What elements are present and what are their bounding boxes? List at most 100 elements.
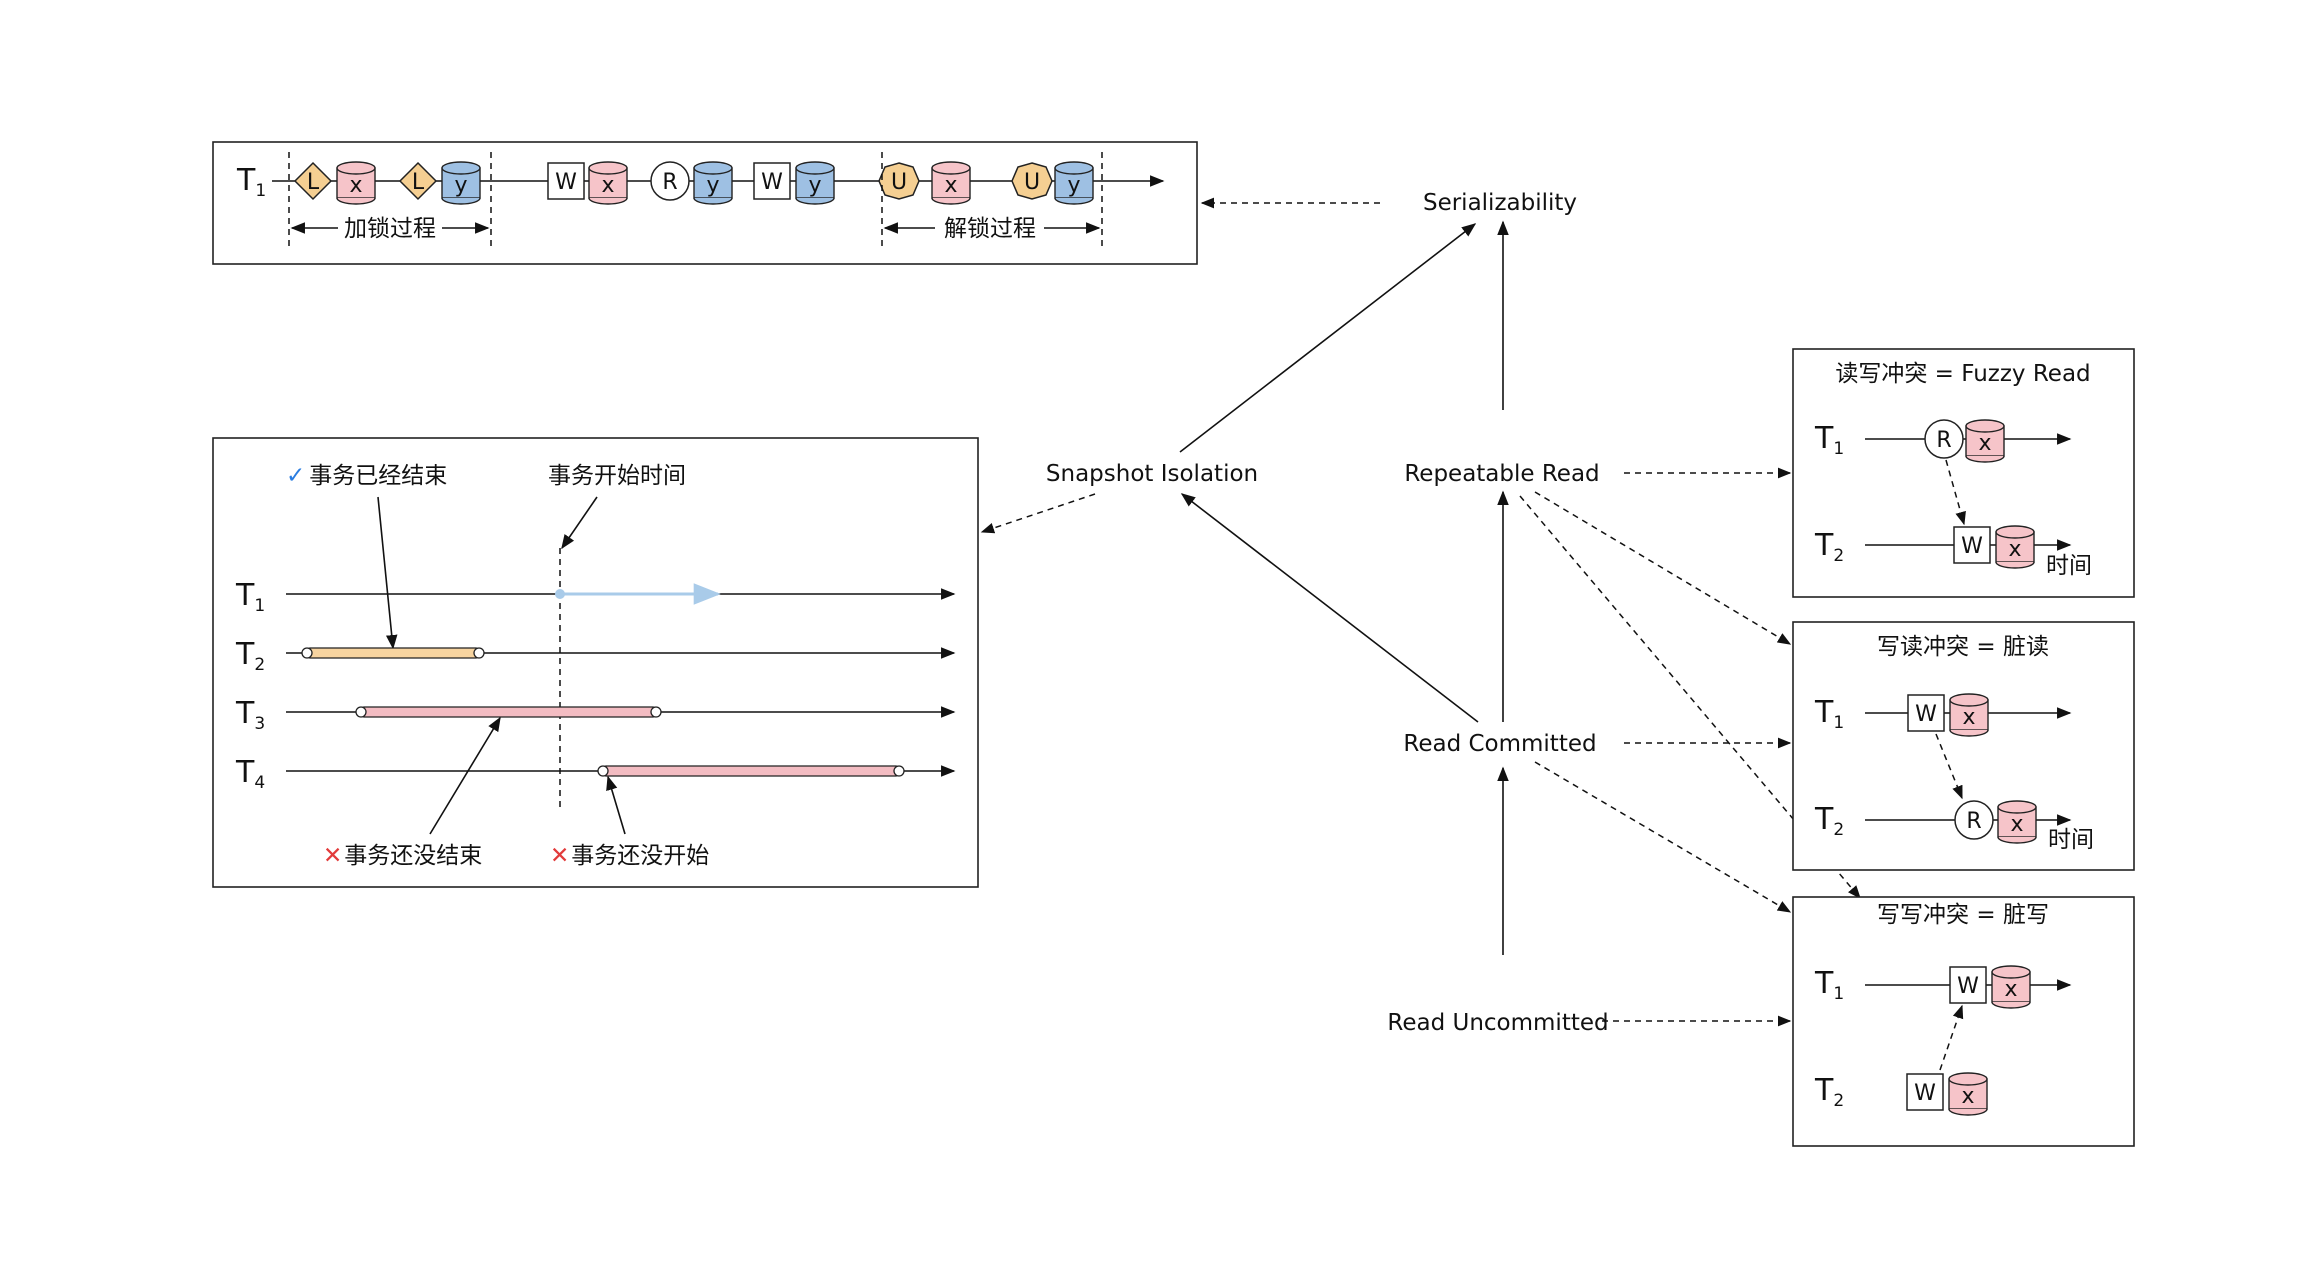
start-time-label: 事务开始时间 (548, 463, 686, 489)
op-label: W (555, 170, 577, 195)
op-label: W (1914, 1081, 1936, 1106)
data-label: y (454, 173, 467, 198)
read-circle-icon (1954, 800, 1994, 840)
op-label: W (1957, 974, 1979, 999)
locking-phase-label: 加锁过程 (344, 216, 436, 242)
cylinder-x-icon: x (1997, 800, 2037, 844)
rr-to-wr-arrow (1534, 491, 1792, 645)
t3-start-dot (355, 706, 367, 718)
finished-pointer-arrow (377, 496, 398, 650)
not-started-label: ✕事务还没开始 (550, 843, 709, 869)
ww-dependency-arrow (1939, 1004, 1964, 1071)
read-committed-label: Read Committed (1403, 731, 1596, 757)
snapshot-t1-label: T1 (235, 578, 265, 616)
snapshot-isolation-label: Snapshot Isolation (1046, 461, 1258, 487)
op-label: U (1024, 170, 1040, 195)
data-label: y (1067, 173, 1080, 198)
lock-op-r-y: R y (650, 161, 733, 205)
t2-start-dot (301, 647, 313, 659)
wr-conflict-title: 写读冲突 = 脏读 (1877, 634, 2049, 660)
snapshot-t3-label: T3 (235, 696, 265, 734)
data-label: y (706, 173, 719, 198)
lock-op-l-y: L y (398, 161, 481, 205)
data-label: x (601, 173, 614, 198)
write-box-icon (1949, 966, 1987, 1004)
lock-diamond-icon (293, 161, 333, 201)
write-box-icon (1906, 1073, 1944, 1111)
cylinder-y-icon: y (441, 161, 481, 205)
wr-time-label: 时间 (2048, 827, 2094, 853)
ww-t2-label: T2 (1814, 1073, 1844, 1111)
si-to-serializable-arrow (1179, 223, 1477, 453)
ww-conflict-panel: 写写冲突 = 脏写 T1 T2 W x W x (1792, 896, 2135, 1147)
op-label: R (1966, 809, 1981, 834)
unlock-op-u-x: U x (878, 161, 971, 205)
rw-t1-label: T1 (1814, 421, 1844, 459)
op-label: W (1915, 702, 1937, 727)
op-label: R (1936, 428, 1951, 453)
data-label: x (1962, 705, 1975, 730)
cylinder-x-icon: x (336, 161, 376, 205)
cross-icon: ✕ (323, 843, 342, 869)
rc-to-ww-arrow (1534, 761, 1792, 913)
cylinder-y-icon: y (693, 161, 733, 205)
wr-conflict-panel: 写读冲突 = 脏读 T1 T2 W x R x 时间 (1792, 621, 2135, 871)
cylinder-x-icon: x (1965, 419, 2005, 463)
unlock-octagon-icon (878, 162, 920, 200)
cylinder-y-icon: y (795, 161, 835, 205)
cylinder-y-icon: y (1054, 161, 1094, 205)
read-circle-icon (1924, 419, 1964, 459)
not-finished-pointer-arrow (429, 716, 501, 835)
rw-t2-label: T2 (1814, 528, 1844, 566)
t4-end-dot (893, 765, 905, 777)
data-label: y (808, 173, 821, 198)
read-uncommitted-label: Read Uncommitted (1387, 1010, 1608, 1036)
cylinder-x-icon: x (1995, 525, 2035, 569)
snapshot-t2-label: T2 (235, 637, 265, 675)
rw-conflict-panel: 读写冲突 = Fuzzy Read T1 T2 R x W x 时间 (1792, 348, 2135, 598)
op-label: U (891, 170, 907, 195)
cylinder-x-icon: x (588, 161, 628, 205)
t2-transaction-bar (306, 647, 480, 659)
write-box-icon (1953, 526, 1991, 564)
repeatable-read-label: Repeatable Read (1404, 461, 1599, 487)
ww-t1-label: T1 (1814, 966, 1844, 1004)
serializability-label: Serializability (1423, 190, 1577, 216)
isolation-levels: Serializability Snapshot Isolation Repea… (980, 190, 1861, 1036)
cylinder-x-icon: x (1991, 965, 2031, 1009)
write-box-icon (1907, 694, 1945, 732)
read-circle-icon (650, 161, 690, 201)
rc-to-si-arrow (1180, 493, 1479, 723)
lock-op-w-x: W x (547, 161, 628, 205)
data-label: x (2008, 537, 2021, 562)
data-label: x (1961, 1084, 1974, 1109)
lock-diamond-icon (398, 161, 438, 201)
si-to-snapshot-panel-arrow (980, 493, 1096, 534)
write-box-icon (753, 162, 791, 200)
op-label: L (412, 170, 425, 195)
cross-icon: ✕ (550, 843, 569, 869)
t3-transaction-bar (360, 706, 657, 718)
unlock-octagon-icon (1011, 162, 1053, 200)
t2-end-dot (473, 647, 485, 659)
t4-transaction-bar (602, 765, 900, 777)
snapshot-panel-frame (212, 437, 979, 888)
t1-start-dot (555, 589, 565, 599)
not-finished-label: ✕事务还没结束 (323, 843, 482, 869)
start-time-pointer-arrow (561, 496, 598, 550)
snapshot-t4-label: T4 (235, 755, 265, 793)
rw-time-label: 时间 (2046, 553, 2092, 579)
ww-conflict-title: 写写冲突 = 脏写 (1877, 902, 2049, 928)
lock-op-w-y: W y (753, 161, 835, 205)
op-label: W (1961, 534, 1983, 559)
finished-label: ✓事务已经结束 (286, 463, 447, 489)
check-icon: ✓ (286, 463, 305, 489)
unlocking-phase-label: 解锁过程 (944, 216, 1036, 242)
t4-start-dot (597, 765, 609, 777)
data-label: x (2010, 812, 2023, 837)
not-started-pointer-arrow (606, 775, 626, 835)
data-label: x (349, 173, 362, 198)
op-label: L (307, 170, 320, 195)
cylinder-x-icon: x (1949, 693, 1989, 737)
